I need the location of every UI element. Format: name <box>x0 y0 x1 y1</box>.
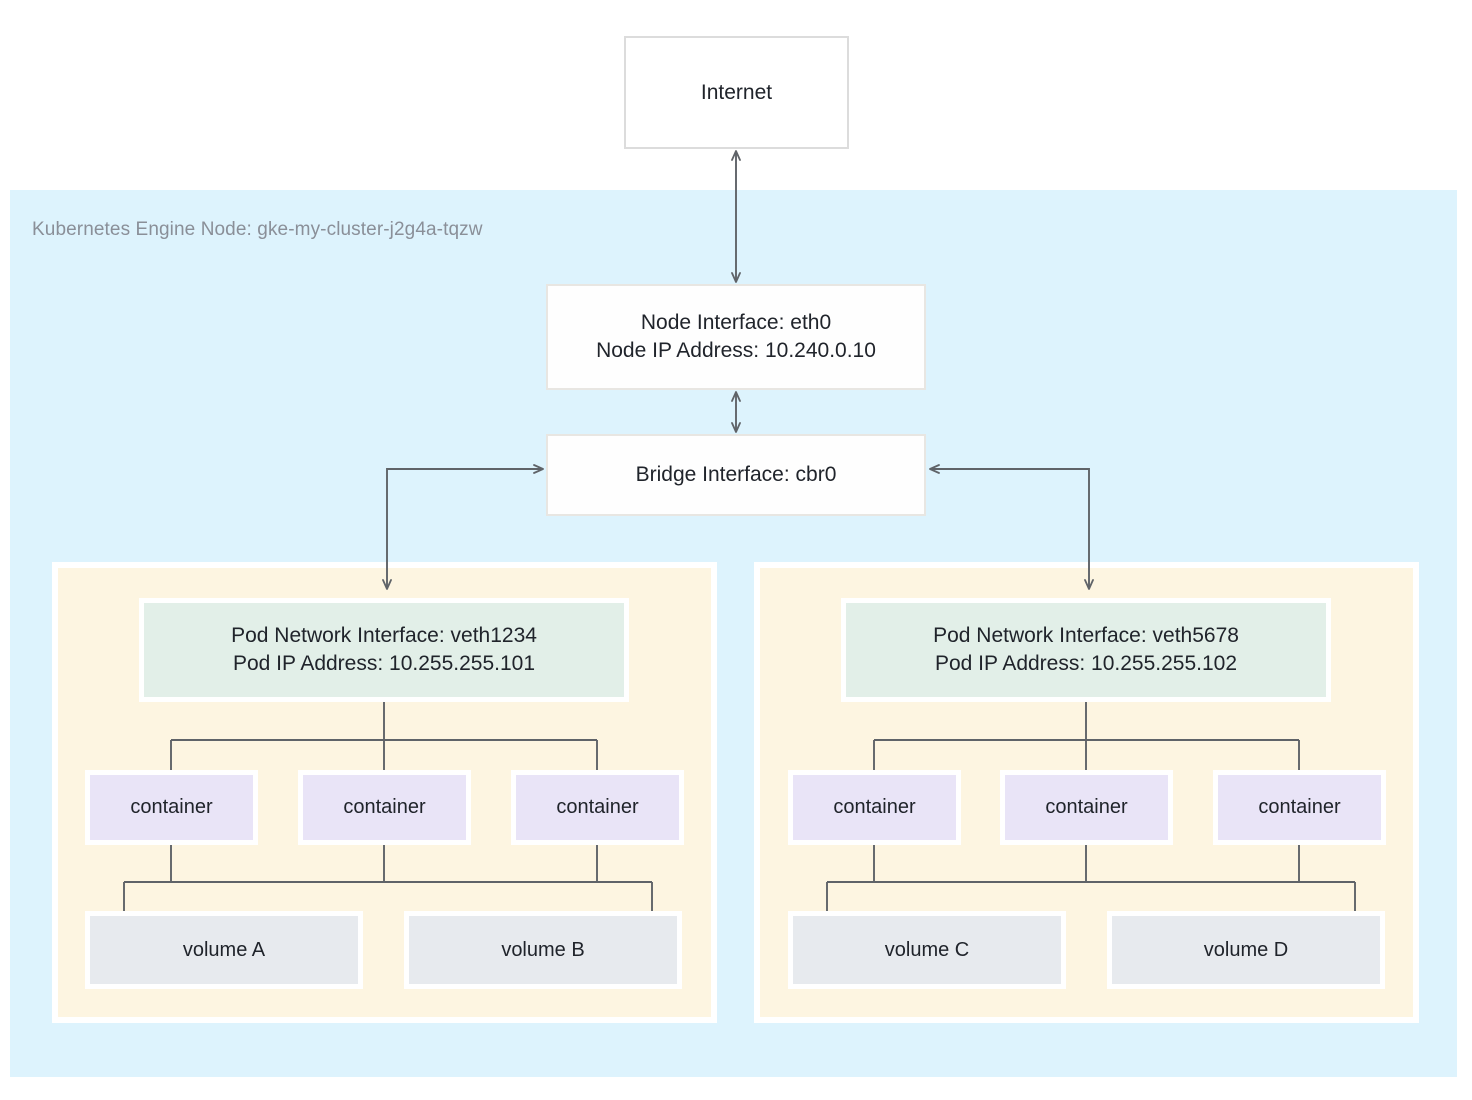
container-label: container <box>1258 796 1341 819</box>
volume-box[interactable]: volume C <box>788 911 1066 989</box>
node-interface-box[interactable]: Node Interface: eth0 Node IP Address: 10… <box>546 284 926 390</box>
pod-network-interface-left[interactable]: Pod Network Interface: veth1234 Pod IP A… <box>139 598 629 702</box>
container-label: container <box>1045 796 1128 819</box>
volume-label: volume D <box>1203 938 1289 961</box>
container-box[interactable]: container <box>788 770 961 845</box>
node-interface-name: Node Interface: eth0 <box>640 311 832 335</box>
container-label: container <box>130 796 213 819</box>
kubernetes-node-label: Kubernetes Engine Node: gke-my-cluster-j… <box>32 219 483 240</box>
internet-box[interactable]: Internet <box>624 36 849 149</box>
volume-label: volume C <box>884 938 970 961</box>
internet-label: Internet <box>700 80 773 104</box>
container-box[interactable]: container <box>511 770 684 845</box>
container-box[interactable]: container <box>1000 770 1173 845</box>
volume-label: volume B <box>501 938 585 961</box>
container-label: container <box>556 796 639 819</box>
pod-interface-name-left: Pod Network Interface: veth1234 <box>231 624 537 648</box>
pod-network-interface-right[interactable]: Pod Network Interface: veth5678 Pod IP A… <box>841 598 1331 702</box>
pod-ip-address-left: Pod IP Address: 10.255.255.101 <box>232 652 536 675</box>
volume-box[interactable]: volume A <box>85 911 363 989</box>
volume-label: volume A <box>182 938 266 961</box>
volume-box[interactable]: volume D <box>1107 911 1385 989</box>
pod-ip-address-right: Pod IP Address: 10.255.255.102 <box>934 652 1238 675</box>
container-label: container <box>343 796 426 819</box>
container-box[interactable]: container <box>298 770 471 845</box>
node-ip-address: Node IP Address: 10.240.0.10 <box>596 339 876 362</box>
container-label: container <box>833 796 916 819</box>
pod-interface-name-right: Pod Network Interface: veth5678 <box>933 624 1239 648</box>
container-box[interactable]: container <box>1213 770 1386 845</box>
container-box[interactable]: container <box>85 770 258 845</box>
bridge-interface-label: Bridge Interface: cbr0 <box>635 463 837 487</box>
volume-box[interactable]: volume B <box>404 911 682 989</box>
bridge-interface-box[interactable]: Bridge Interface: cbr0 <box>546 434 926 516</box>
